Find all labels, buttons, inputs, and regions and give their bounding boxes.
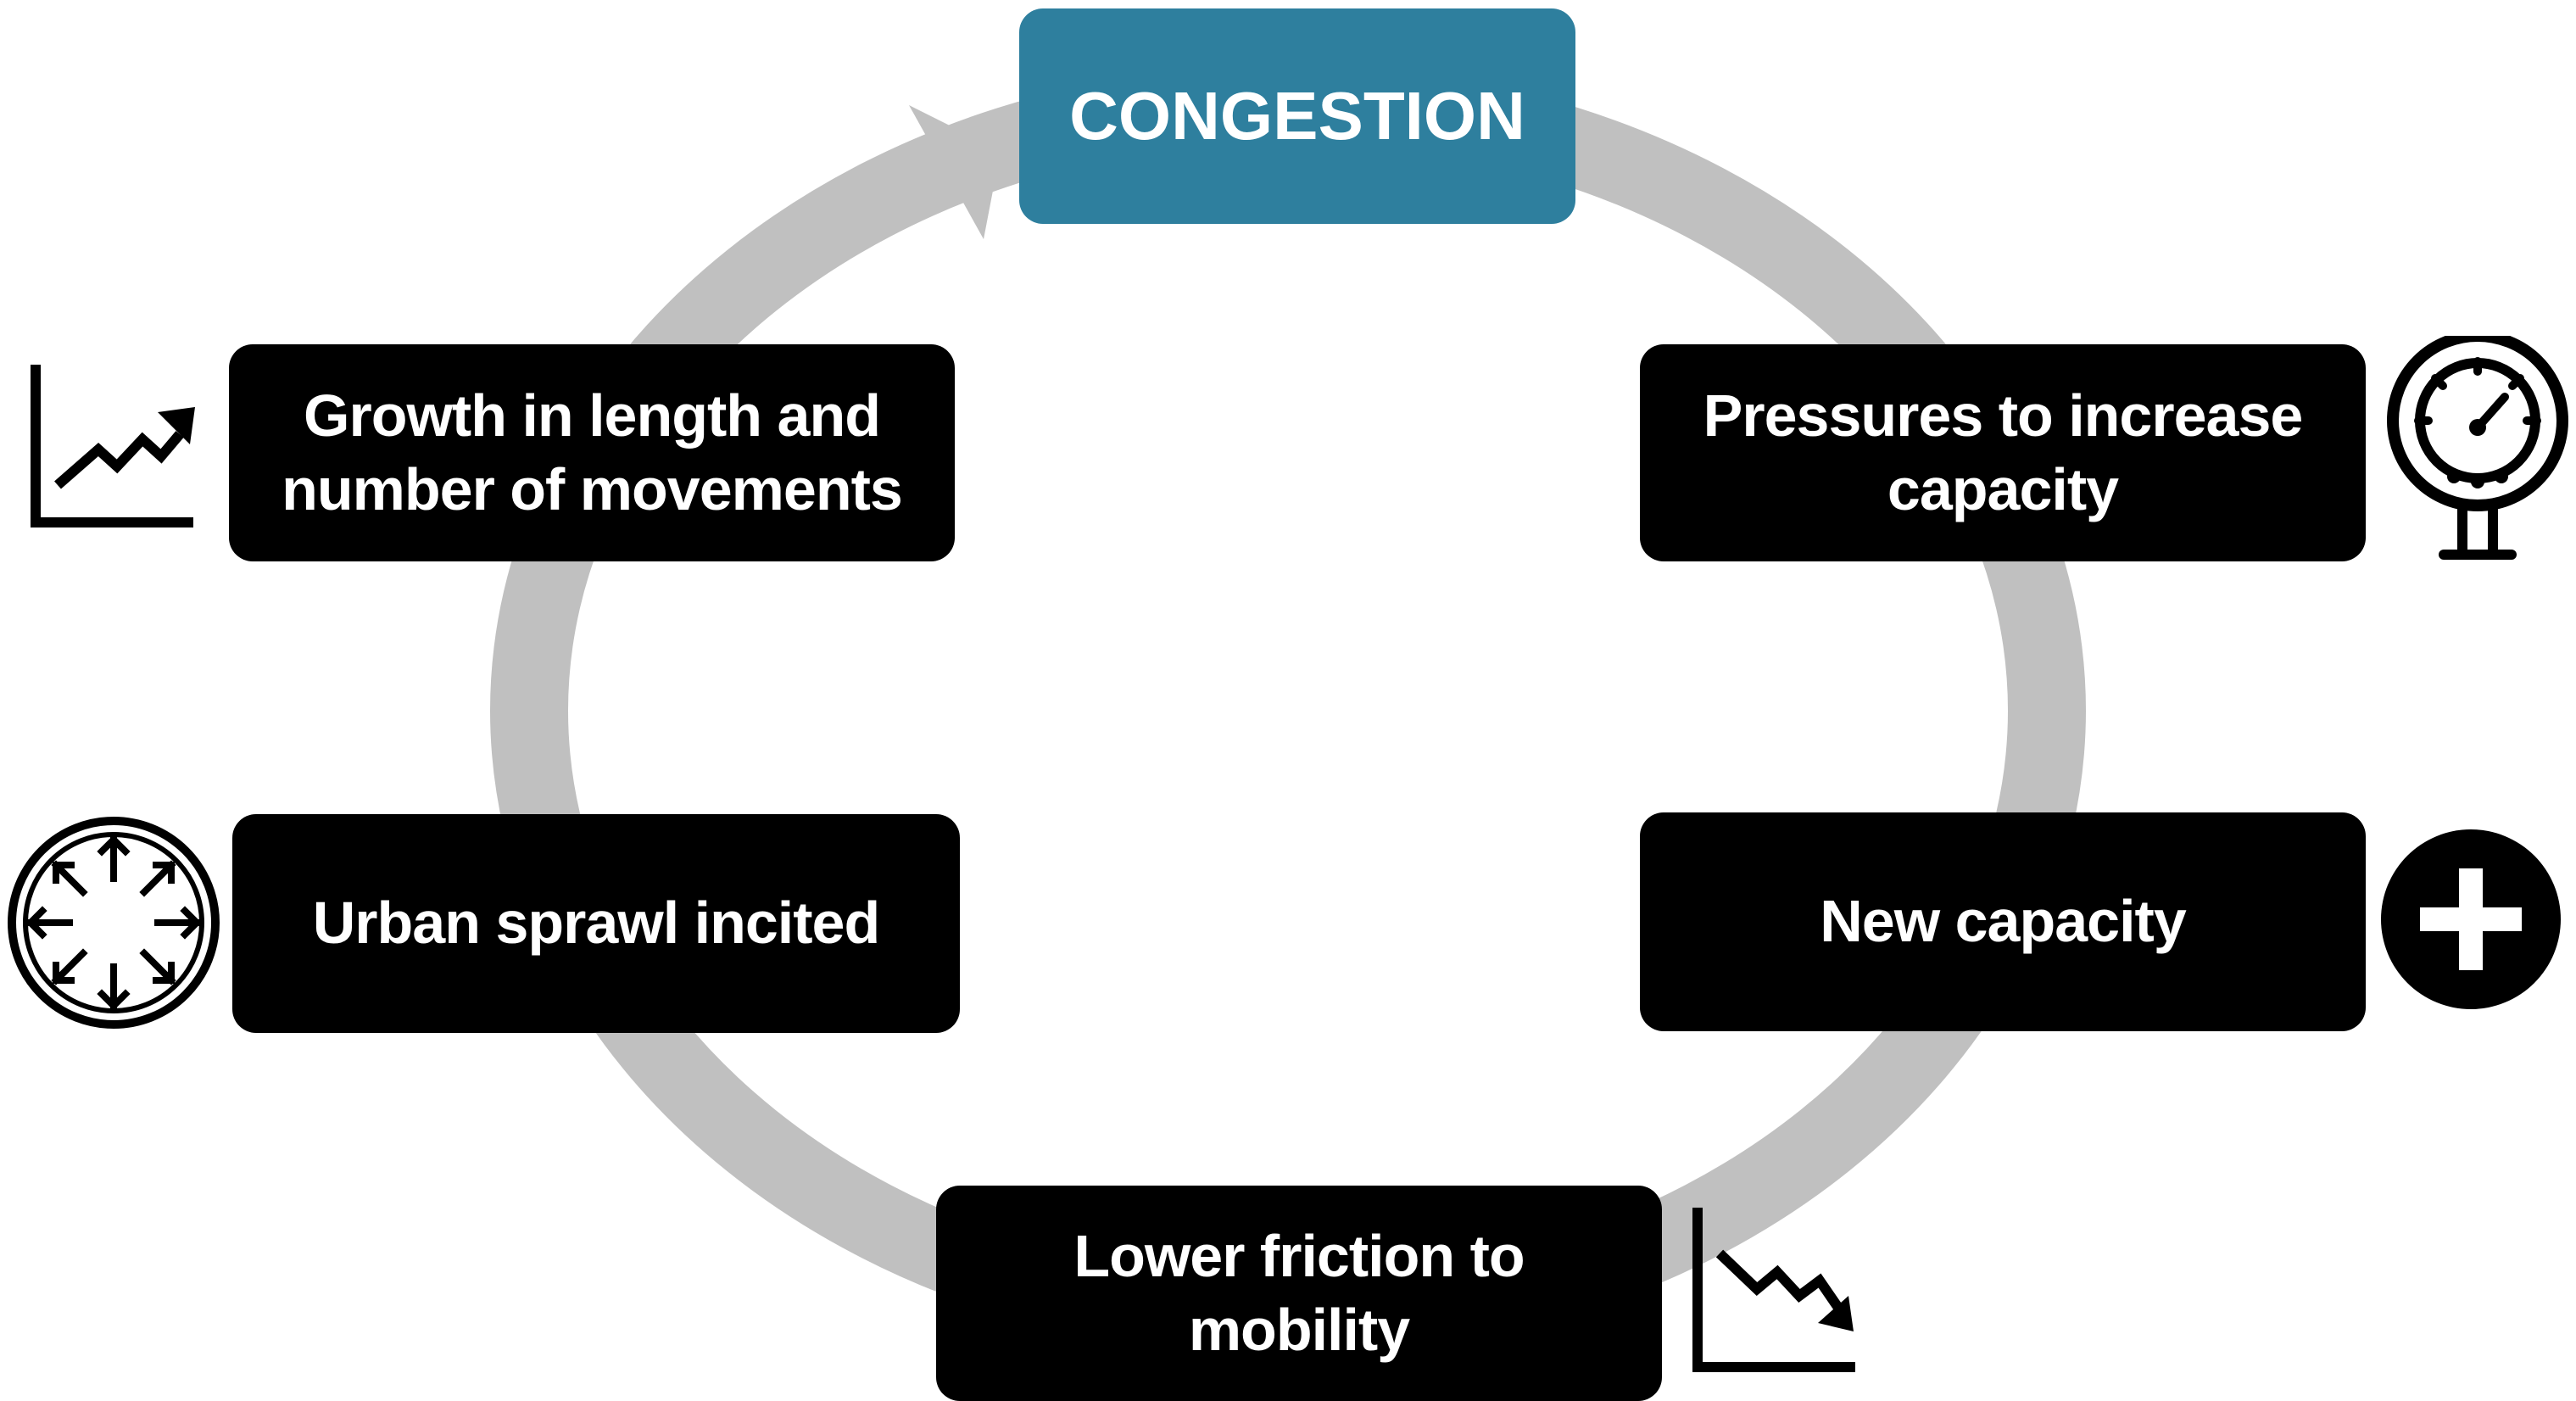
node-growth: Growth in length and number of movements <box>229 344 955 561</box>
node-congestion: CONGESTION <box>1019 8 1575 224</box>
cycle-arrowhead <box>909 105 1001 239</box>
cycle-ring-track <box>490 64 2086 1358</box>
trend-down-chart-icon <box>1692 1208 1855 1372</box>
node-pressures-label: Pressures to increase capacity <box>1703 382 2304 523</box>
node-urban-sprawl-label: Urban sprawl incited <box>312 890 880 957</box>
node-urban-sprawl: Urban sprawl incited <box>232 814 960 1033</box>
expand-arrows-circle-icon <box>8 817 220 1029</box>
plus-circle-icon <box>2381 829 2561 1009</box>
node-new-capacity: New capacity <box>1640 812 2366 1031</box>
trend-up-chart-icon <box>31 365 195 527</box>
node-pressures: Pressures to increase capacity <box>1640 344 2366 561</box>
node-lower-friction-label: Lower friction to mobility <box>1073 1222 1525 1364</box>
pressure-gauge-icon <box>2387 336 2568 560</box>
node-lower-friction: Lower friction to mobility <box>936 1186 1662 1401</box>
node-new-capacity-label: New capacity <box>1820 888 2187 955</box>
node-congestion-label: CONGESTION <box>1069 78 1525 153</box>
node-growth-label: Growth in length and number of movements <box>282 382 903 523</box>
